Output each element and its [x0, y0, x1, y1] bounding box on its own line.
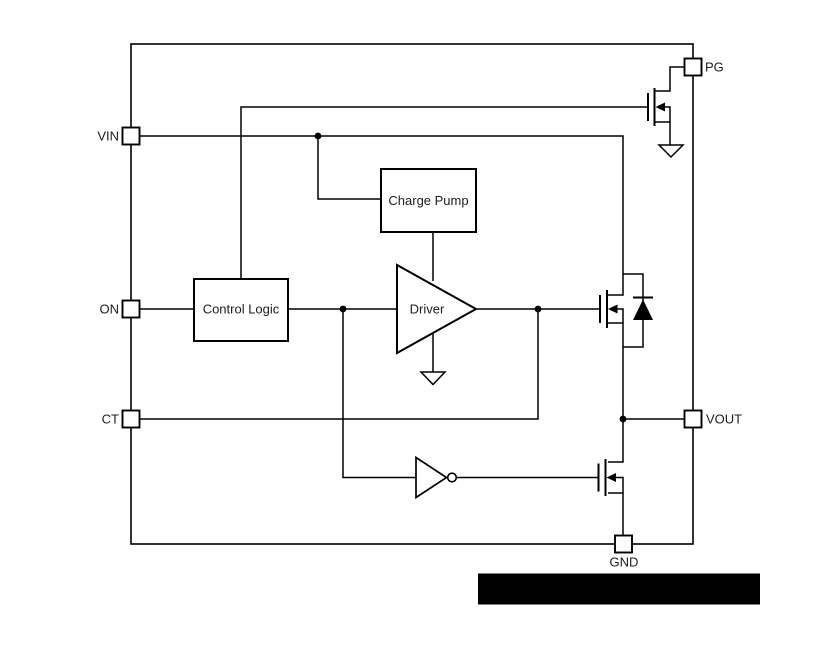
inverter-triangle [415, 455, 449, 500]
body-diode-icon [633, 299, 653, 320]
mosfet-body-arrow-icon [608, 304, 618, 314]
wire-vin-rail [139, 135, 624, 296]
charge-pump-label: Charge Pump [388, 193, 468, 208]
wire-vout-to-discharge-drain [608, 419, 624, 463]
junction-dot [339, 305, 347, 313]
junction-dot [619, 415, 627, 423]
pin-ct [121, 409, 141, 429]
redacted-black-bar [478, 573, 760, 605]
pin-gnd [614, 534, 633, 554]
wire-pass-source-to-vout [608, 322, 685, 420]
pin-label-vout: VOUT [706, 412, 742, 427]
ground-symbol-pg [657, 144, 685, 159]
charge-pump-block [380, 168, 477, 233]
pin-on [121, 299, 141, 319]
wire-node-to-inverter [342, 309, 416, 479]
wire-control-logic-to-pg-gate [240, 106, 648, 279]
discharge-mosfet [597, 459, 624, 496]
ground-symbol-driver [419, 371, 447, 386]
pin-vin [121, 126, 141, 146]
pin-label-ct: CT [102, 412, 119, 427]
mosfet-body-arrow-icon [655, 102, 665, 112]
wire-discharge-source-to-gnd [608, 492, 624, 536]
pass-mosfet [599, 273, 653, 348]
ic-boundary-box [130, 43, 694, 545]
pin-label-gnd: GND [610, 555, 639, 570]
wire-pg-source-to-ground [655, 121, 671, 145]
mosfet-body-tie [617, 308, 624, 323]
inverter-bubble-icon [446, 472, 458, 483]
mosfet-body-tie [664, 106, 671, 122]
control-logic-block [193, 278, 289, 342]
wire-ct-to-gate-node [139, 309, 539, 420]
control-logic-label: Control Logic [203, 302, 280, 317]
pin-vout [683, 409, 703, 429]
pg-indicator-mosfet [647, 88, 671, 126]
driver-block [396, 263, 479, 355]
mosfet-body-tie [615, 476, 624, 493]
junction-dot [534, 305, 542, 313]
wire-vin-to-charge-pump [317, 136, 381, 200]
pin-pg [683, 57, 703, 77]
wire-pg-drain-to-pg-pin [655, 66, 685, 92]
mosfet-body-arrow-icon [606, 473, 616, 482]
pin-label-vin: VIN [97, 129, 119, 144]
junction-dot [314, 132, 322, 140]
inverter-gate [415, 455, 458, 500]
pin-label-on: ON [100, 302, 120, 317]
pin-label-pg: PG [705, 60, 724, 75]
driver-label: Driver [410, 302, 445, 317]
